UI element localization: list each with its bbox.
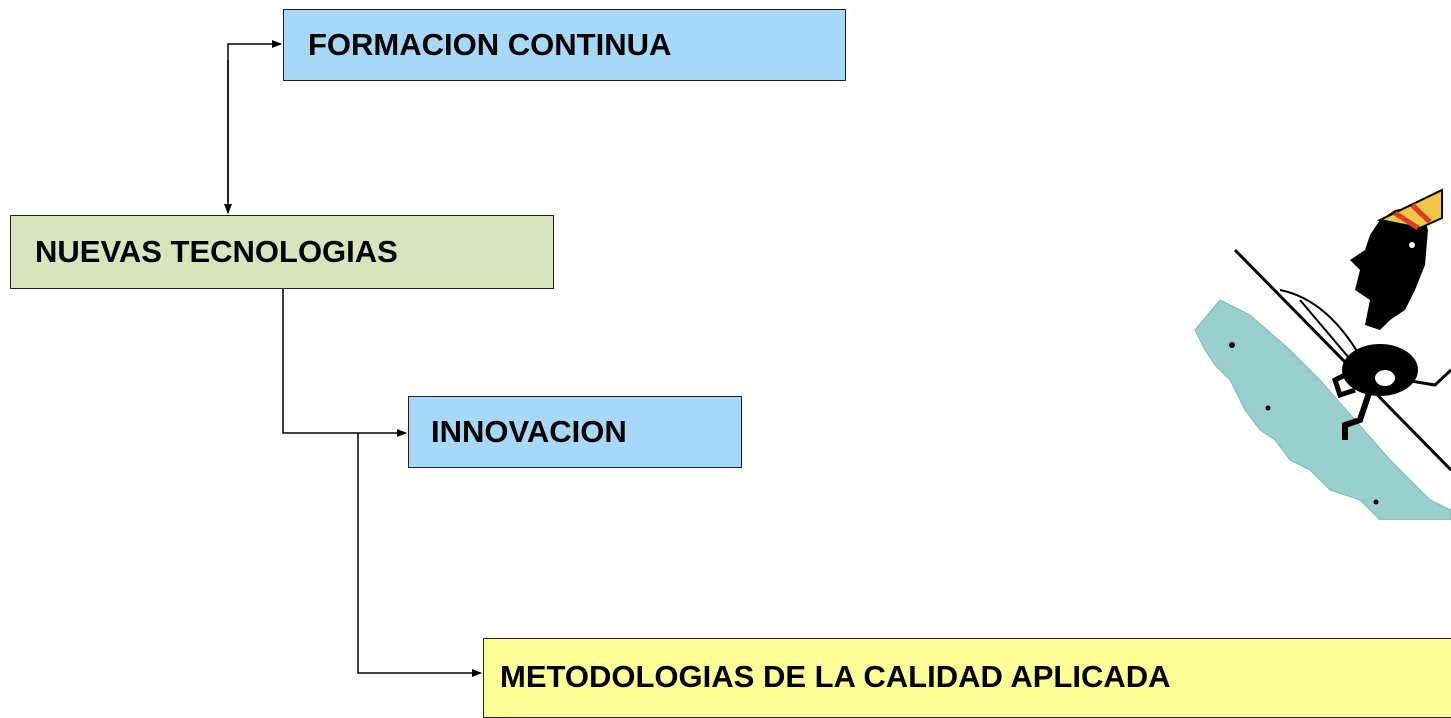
node-innovacion-label: INNOVACION bbox=[431, 414, 627, 449]
node-nuevas-tecnologias-label: NUEVAS TECNOLOGIAS bbox=[35, 234, 398, 269]
node-formacion-continua: FORMACION CONTINUA bbox=[283, 9, 846, 81]
node-nuevas-tecnologias: NUEVAS TECNOLOGIAS bbox=[10, 215, 554, 289]
connector-nuevas-formacion bbox=[227, 40, 282, 203]
node-metodologias-calidad: METODOLOGIAS DE LA CALIDAD APLICADA bbox=[483, 638, 1451, 718]
connector-innovacion-metodologias bbox=[357, 433, 482, 677]
figure-climbing-icon bbox=[1194, 188, 1451, 520]
node-metodologias-calidad-label: METODOLOGIAS DE LA CALIDAD APLICADA bbox=[500, 659, 1171, 694]
connector-nuevas-innovacion bbox=[282, 289, 407, 437]
node-formacion-continua-label: FORMACION CONTINUA bbox=[308, 27, 672, 62]
node-innovacion: INNOVACION bbox=[408, 396, 742, 468]
